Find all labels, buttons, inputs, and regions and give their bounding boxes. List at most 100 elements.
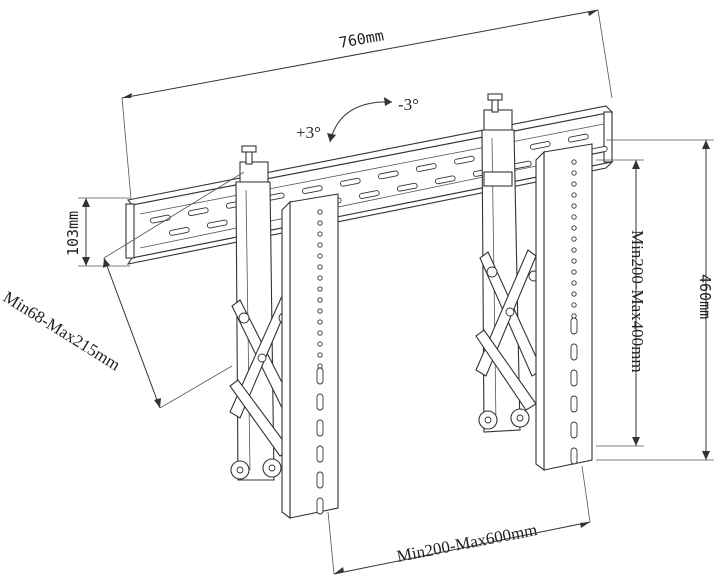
- total-height-dimension: 460mm: [596, 139, 714, 461]
- left-scissor-link-c: [229, 379, 291, 457]
- vertical-spacing-arrow-bottom: [632, 437, 640, 446]
- bracket-hole: [317, 275, 323, 281]
- tilt-indicator: +3° -3°: [296, 95, 419, 143]
- right-bracket-face: [543, 143, 593, 471]
- horizontal-spacing-arrow-right: [580, 522, 590, 528]
- rail-end-cap-left: [125, 203, 135, 259]
- tilt-arrow-right: [384, 97, 392, 106]
- total-height-label: 460mm: [696, 274, 714, 319]
- width-arrow-left: [122, 93, 132, 98]
- depth-arrow-bottom: [154, 398, 161, 408]
- right-hook-screw-head: [487, 93, 503, 101]
- bracket-hole: [317, 308, 323, 314]
- tilt-arrow-left: [327, 133, 336, 142]
- right-pivot-upper-b: [486, 266, 498, 278]
- vertical-spacing-arrow-top: [632, 160, 640, 169]
- left-foot-a-bolt: [236, 466, 244, 474]
- bracket-slot: [570, 343, 578, 361]
- tilt-arc: [329, 101, 393, 143]
- rail-slot: [168, 226, 190, 236]
- rail-slot: [567, 133, 589, 143]
- bracket-slot: [570, 395, 578, 413]
- bracket-hole: [317, 352, 323, 358]
- horizontal-spacing-ext-right: [581, 465, 591, 523]
- left-bracket-face: [289, 193, 339, 519]
- bracket-hole: [317, 242, 323, 248]
- right-hook-top: [483, 109, 513, 131]
- bracket-hole: [571, 313, 577, 319]
- rail-slot: [206, 219, 228, 229]
- bracket-hole: [571, 159, 577, 165]
- depth-ext-bottom: [159, 365, 233, 409]
- left-pivot-center: [257, 353, 267, 363]
- rail-slot: [187, 207, 209, 217]
- tilt-minus-label: -3°: [398, 95, 419, 114]
- rail-end-cap-right: [603, 111, 613, 163]
- width-extension-left: [121, 97, 133, 211]
- bracket-slot: [570, 369, 578, 387]
- left-bracket-side: [281, 200, 291, 520]
- left-tilt-arm: [229, 145, 297, 481]
- rail-height-label: 103mm: [64, 211, 82, 256]
- bracket-slot: [570, 447, 578, 465]
- left-tv-bracket: [281, 193, 339, 520]
- rail-slot: [434, 175, 456, 185]
- bracket-hole: [571, 181, 577, 187]
- left-pivot-upper-b: [238, 312, 250, 324]
- rail-slot: [529, 141, 551, 150]
- right-tilt-arm: [475, 93, 543, 433]
- bracket-hole: [317, 319, 323, 325]
- rail-slot: [339, 177, 361, 187]
- vertical-spacing-dimension: Min200-Max400mm: [596, 159, 647, 447]
- left-hook-top: [239, 161, 269, 183]
- horizontal-spacing-line: [333, 521, 591, 575]
- depth-dimension-line: [103, 257, 161, 409]
- bracket-hole: [571, 170, 577, 176]
- bracket-hole: [571, 214, 577, 220]
- width-arrow-right: [588, 10, 598, 16]
- width-extension-right: [597, 9, 613, 99]
- width-label: 760mm: [338, 26, 386, 52]
- right-bracket-side: [535, 150, 545, 472]
- rail-slot: [301, 185, 323, 194]
- rail-slot: [453, 155, 475, 165]
- bracket-hole: [317, 330, 323, 336]
- bracket-hole: [317, 209, 323, 215]
- bracket-hole: [571, 280, 577, 286]
- bracket-hole: [571, 247, 577, 253]
- bracket-slot: [316, 471, 324, 489]
- rail-slot: [415, 163, 437, 172]
- right-foot-b-bolt: [516, 414, 524, 422]
- rail-height-arrow-bottom: [82, 257, 90, 266]
- bracket-slot: [316, 419, 324, 437]
- bracket-hole: [317, 253, 323, 259]
- bracket-hole: [571, 236, 577, 242]
- right-scissor-link-c: [475, 329, 537, 411]
- rail-groove-bottom: [139, 151, 605, 249]
- bracket-hole: [317, 264, 323, 270]
- rail-slot: [358, 190, 380, 199]
- right-pivot-center: [505, 307, 515, 317]
- bracket-hole: [571, 269, 577, 275]
- bracket-hole: [317, 297, 323, 303]
- bracket-hole: [317, 341, 323, 347]
- bracket-hole: [317, 286, 323, 292]
- right-foot-a-bolt: [484, 416, 492, 424]
- depth-ext-top: [103, 171, 245, 259]
- bracket-slot: [316, 393, 324, 411]
- depth-arrow-top: [103, 258, 110, 268]
- rail-slot: [377, 170, 399, 180]
- bracket-hole: [317, 231, 323, 237]
- left-foot-b-bolt: [268, 464, 276, 472]
- bracket-hole: [571, 302, 577, 308]
- total-height-arrow-top: [702, 140, 710, 149]
- bracket-slot: [316, 445, 324, 463]
- bracket-slot: [570, 317, 578, 335]
- left-hook-screw-head: [241, 145, 257, 153]
- bracket-hole: [571, 203, 577, 209]
- bracket-slot: [316, 497, 324, 515]
- rail-height-dimension: 103mm: [64, 197, 130, 267]
- rail-height-arrow-top: [82, 198, 90, 207]
